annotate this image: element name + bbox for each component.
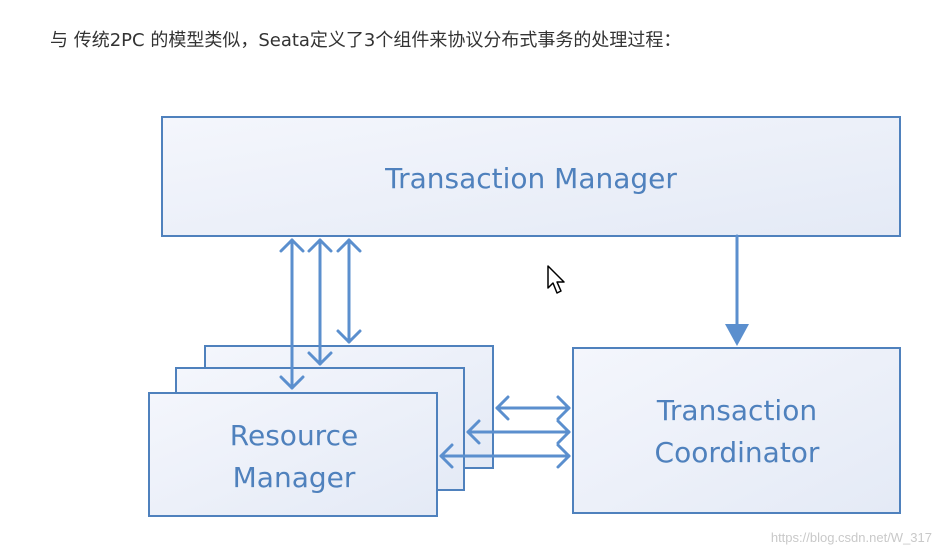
resource-manager-label-line2: Manager xyxy=(233,461,356,494)
transaction-coordinator-box: Transaction Coordinator xyxy=(572,347,901,514)
intro-text: 与 传统2PC 的模型类似，Seata定义了3个组件来协议分布式事务的处理过程： xyxy=(50,30,682,51)
resource-manager-label-line1: Resource xyxy=(230,419,358,452)
tm-tc-arrowhead xyxy=(725,324,749,346)
rm-tc-arrow-1 xyxy=(495,395,571,421)
mouse-pointer-icon xyxy=(547,265,565,294)
tm-rm-arrow-1 xyxy=(279,238,305,390)
tm-rm-arrow-3 xyxy=(336,238,362,344)
resource-manager-box-front xyxy=(148,392,438,517)
transaction-coordinator-label-line2: Coordinator xyxy=(655,436,820,469)
watermark-text: https://blog.csdn.net/W_317 xyxy=(770,530,932,545)
transaction-manager-box: Transaction Manager xyxy=(161,116,901,237)
rm-tc-arrow-2 xyxy=(466,419,571,445)
rm-tc-arrow-3 xyxy=(439,443,571,469)
tm-rm-arrow-2 xyxy=(307,238,333,366)
transaction-coordinator-label-line1: Transaction xyxy=(656,394,817,427)
transaction-manager-label: Transaction Manager xyxy=(384,162,677,195)
resource-manager-stack: Resource Manager xyxy=(148,345,494,517)
